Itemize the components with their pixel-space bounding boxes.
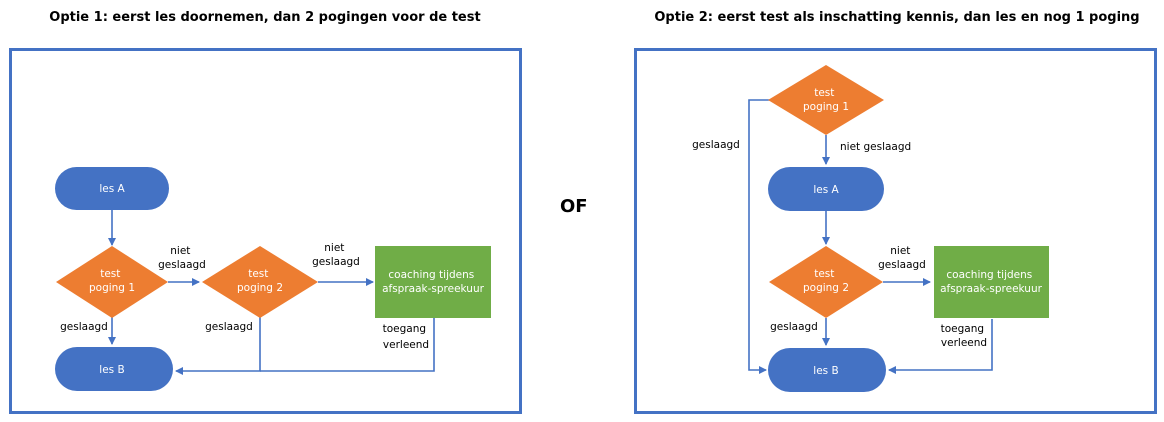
test1-line2: poging 1 <box>803 101 849 113</box>
test2-line2: poging 2 <box>237 282 283 294</box>
option2-test-poging-1: test poging 1 <box>768 65 884 135</box>
decision-shape <box>768 65 884 135</box>
option2-frame <box>634 48 1157 414</box>
coaching-line1: coaching tijdens <box>946 269 1032 281</box>
test2-line1: test <box>814 268 834 280</box>
option1-frame <box>9 48 522 414</box>
option1-les-a: les A <box>55 167 169 210</box>
coaching-line1: coaching tijdens <box>388 269 474 281</box>
label-toegang-verleend: toegang verleend <box>941 323 988 349</box>
or-separator: OF <box>560 196 588 217</box>
svg-text:test poging 1: test poging 1 <box>89 268 135 294</box>
option2-connectors <box>748 99 993 374</box>
option1-les-b: les B <box>55 347 173 391</box>
terminal-shape <box>768 167 884 211</box>
test1-line1: test <box>814 87 834 99</box>
les-a-label: les A <box>99 183 125 195</box>
label-geslaagd-1: geslaagd <box>60 321 108 333</box>
test1-line1: test <box>100 268 120 280</box>
option1-edge-labels: niet geslaagd niet geslaagd geslaagd ges… <box>60 242 429 351</box>
option1-connectors <box>108 210 435 375</box>
decision-shape <box>56 246 168 318</box>
les-b-label: les B <box>813 365 838 377</box>
terminal-shape <box>55 347 173 391</box>
option2-test-poging-2: test poging 2 <box>769 246 883 318</box>
label-niet-geslaagd-1: niet geslaagd <box>840 141 911 153</box>
coaching-line2: afspraak-spreekuur <box>940 283 1043 295</box>
option1-coaching: coaching tijdens afspraak-spreekuur <box>375 246 491 318</box>
svg-text:coaching tijdens afspraa: coaching tijdens afspraak-spreekuur <box>382 269 485 295</box>
arrow-coaching-lesb <box>260 318 435 372</box>
svg-text:test poging 2: test poging 2 <box>803 268 849 294</box>
option2-les-a: les A <box>768 167 884 211</box>
process-shape <box>934 246 1049 318</box>
svg-text:coaching tijdens afspraa: coaching tijdens afspraak-spreekuur <box>940 269 1043 295</box>
terminal-shape <box>55 167 169 210</box>
process-shape <box>375 246 491 318</box>
svg-text:test poging 2: test poging 2 <box>237 268 283 294</box>
option1-title: Optie 1: eerst les doornemen, dan 2 pogi… <box>49 10 481 25</box>
option2-coaching: coaching tijdens afspraak-spreekuur <box>934 246 1049 318</box>
decision-shape <box>769 246 883 318</box>
les-a-label: les A <box>813 184 839 196</box>
label-niet-geslaagd-2: niet geslaagd <box>878 245 926 271</box>
test2-line2: poging 2 <box>803 282 849 294</box>
label-geslaagd-2: geslaagd <box>205 321 253 333</box>
option2-edge-labels: geslaagd niet geslaagd niet geslaagd ges… <box>692 139 987 349</box>
decision-shape <box>202 246 318 318</box>
option1-test-poging-1: test poging 1 <box>56 246 168 318</box>
test1-line2: poging 1 <box>89 282 135 294</box>
option2-les-b: les B <box>768 348 886 392</box>
option2-title: Optie 2: eerst test als inschatting kenn… <box>654 10 1140 25</box>
label-toegang-verleend: toegang verleend <box>383 323 430 351</box>
option1-test-poging-2: test poging 2 <box>202 246 318 318</box>
svg-text:test poging 1: test poging 1 <box>803 87 849 113</box>
arrow-test1-lesb <box>748 99 770 374</box>
test2-line1: test <box>248 268 268 280</box>
label-niet-geslaagd-2: niet geslaagd <box>312 242 360 268</box>
coaching-line2: afspraak-spreekuur <box>382 283 485 295</box>
arrow-coaching-lesb <box>888 319 993 374</box>
les-b-label: les B <box>99 364 124 376</box>
label-geslaagd-2: geslaagd <box>770 321 818 333</box>
label-geslaagd-top: geslaagd <box>692 139 740 151</box>
terminal-shape <box>768 348 886 392</box>
label-niet-geslaagd-1: niet geslaagd <box>158 245 206 271</box>
